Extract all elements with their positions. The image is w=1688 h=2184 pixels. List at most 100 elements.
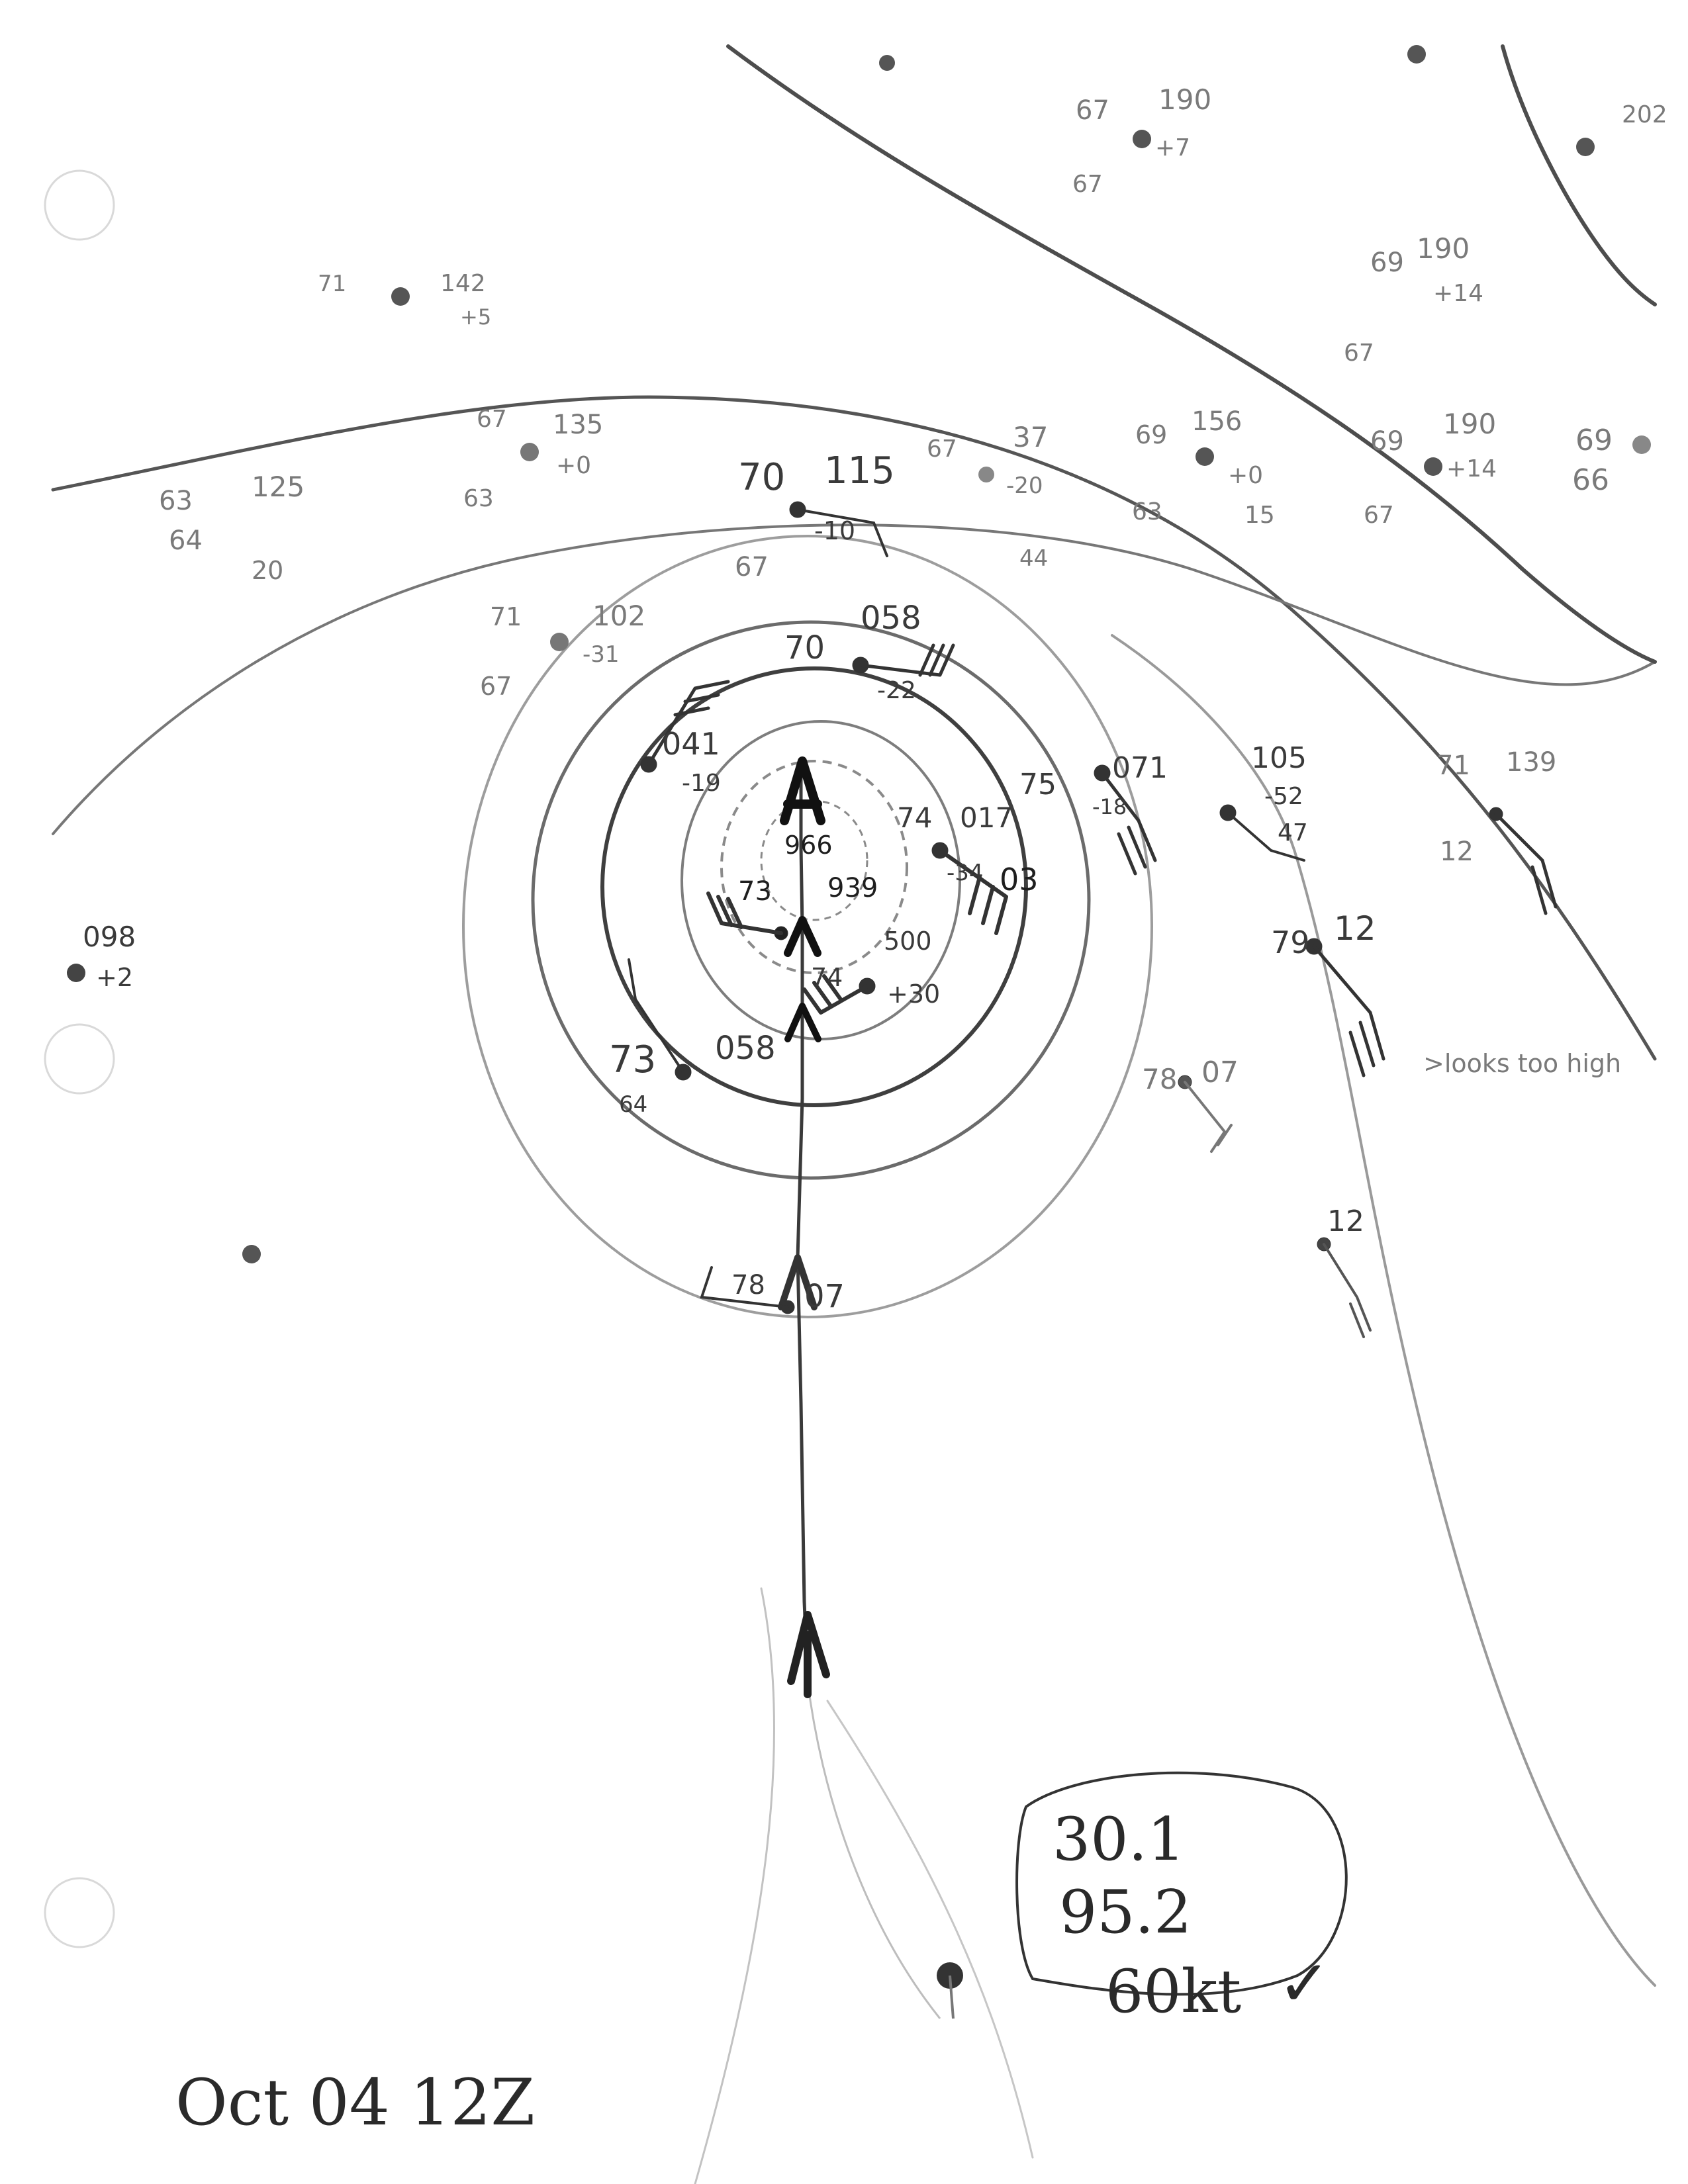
station-label: -34 — [947, 860, 984, 886]
station-label: +0 — [1228, 462, 1263, 489]
station-label: 125 — [252, 471, 305, 503]
station-label: 07 — [804, 1278, 845, 1315]
station-label: 69 — [1370, 426, 1404, 457]
station-label: 70 — [738, 456, 785, 499]
storm-position-tail — [949, 1975, 955, 2019]
station-label: 12 — [1440, 837, 1474, 867]
station-marker — [1219, 804, 1305, 862]
station-label: 15 — [1244, 502, 1275, 529]
station-dot — [391, 287, 410, 306]
station-label: 135 — [553, 410, 603, 440]
track-line-south — [806, 1680, 941, 2019]
station-dot — [520, 443, 539, 461]
station-label: 64 — [619, 1091, 647, 1118]
station-dot — [1407, 45, 1426, 64]
isobar-east-trough — [1111, 634, 1656, 1987]
storm-longitude: 95.2 — [1059, 1878, 1192, 1947]
station-label: 44 — [1019, 545, 1048, 572]
map-title: Oct 04 12Z — [175, 2066, 535, 2140]
station-label: 202 — [1622, 101, 1667, 128]
station-label: 058 — [861, 600, 921, 637]
station-label: +30 — [887, 979, 940, 1009]
track-line — [796, 768, 810, 1682]
station-dot — [1424, 457, 1442, 476]
station-label: 939 — [827, 873, 878, 903]
station-marker — [931, 842, 1008, 935]
isobar-ring-2 — [531, 620, 1091, 1180]
station-label: 66 — [1572, 463, 1609, 497]
station-label: 67 — [480, 672, 512, 701]
isobar-south-long — [826, 1700, 1034, 2159]
station-marker — [706, 891, 788, 940]
station-label: -52 — [1264, 783, 1303, 810]
station-label: 190 — [1158, 83, 1211, 116]
station-label: 139 — [1506, 747, 1556, 778]
station-label: 69 — [1135, 420, 1167, 449]
isobar-ring-5 — [720, 760, 908, 974]
station-label: 07 — [1201, 1056, 1239, 1089]
storm-marker-inner-icon — [784, 1003, 821, 1042]
station-label: +14 — [1433, 280, 1483, 307]
station-label: 966 — [784, 831, 833, 860]
isobar-ring-3 — [600, 666, 1028, 1107]
station-label: 63 — [463, 485, 494, 512]
station-marker — [1178, 1075, 1233, 1153]
station-label: -20 — [1006, 473, 1043, 499]
station-label: 71 — [318, 271, 346, 297]
station-dot — [550, 633, 569, 651]
station-marker — [1489, 807, 1558, 915]
station-label: -19 — [682, 770, 721, 797]
station-label: 73 — [738, 876, 772, 907]
hurricane-symbol-icon — [780, 756, 825, 825]
station-label: 67 — [1076, 95, 1109, 126]
station-label: 67 — [1072, 171, 1103, 198]
station-label: 041 — [662, 726, 720, 762]
storm-marker-icon — [778, 1254, 818, 1310]
station-marker — [1094, 764, 1157, 876]
station-label: 70 — [784, 629, 825, 666]
station-marker — [628, 958, 692, 1081]
binder-hole-middle — [44, 1023, 115, 1095]
station-label: -18 — [1092, 794, 1127, 819]
binder-hole-bottom — [44, 1877, 115, 1948]
station-labels: 70 115 -10 67 70 058 -22 041 -19 74 017 … — [83, 83, 1667, 1315]
station-dot — [242, 1245, 261, 1263]
isobar-southwest — [694, 1587, 776, 2184]
station-label: 71 — [1436, 751, 1470, 781]
station-marker — [1305, 938, 1385, 1077]
storm-marker-south-icon — [787, 1611, 830, 1698]
station-label: +5 — [460, 304, 491, 330]
station-label: 67 — [1364, 502, 1394, 529]
station-label: 156 — [1192, 406, 1242, 437]
info-box-outline — [1015, 1771, 1348, 1996]
station-label: 71 — [490, 602, 522, 631]
storm-latitude: 30.1 — [1053, 1805, 1185, 1874]
station-label: 67 — [927, 435, 957, 463]
station-label: 071 — [1112, 751, 1168, 785]
station-label: 190 — [1417, 232, 1470, 265]
station-label: 03 — [1000, 862, 1039, 897]
annotation-text: >looks too high — [1423, 1049, 1621, 1078]
station-dot — [1576, 138, 1595, 156]
station-label: 78 — [1142, 1063, 1177, 1095]
station-label: 67 — [1344, 340, 1374, 367]
station-label: 098 — [83, 921, 136, 953]
isobar-front — [726, 44, 1657, 664]
station-label: 058 — [715, 1030, 776, 1067]
station-marker — [852, 643, 955, 677]
binder-hole-top — [44, 169, 115, 241]
station-label: 500 — [884, 927, 932, 956]
station-label: -31 — [583, 641, 620, 668]
station-dot — [879, 55, 895, 71]
storm-info-box: 30.1 95.2 60kt ✓ — [1015, 1771, 1348, 2026]
station-label: 63 — [1132, 498, 1162, 525]
binder-holes — [44, 169, 115, 1948]
station-label: -22 — [877, 677, 916, 704]
isobar-northeast — [1501, 44, 1657, 306]
storm-winds: 60kt — [1105, 1957, 1241, 2026]
station-dot — [1196, 447, 1214, 466]
station-label: +7 — [1155, 134, 1190, 161]
station-label: 79 — [1271, 925, 1310, 960]
storm-marker-center-icon — [784, 916, 821, 957]
